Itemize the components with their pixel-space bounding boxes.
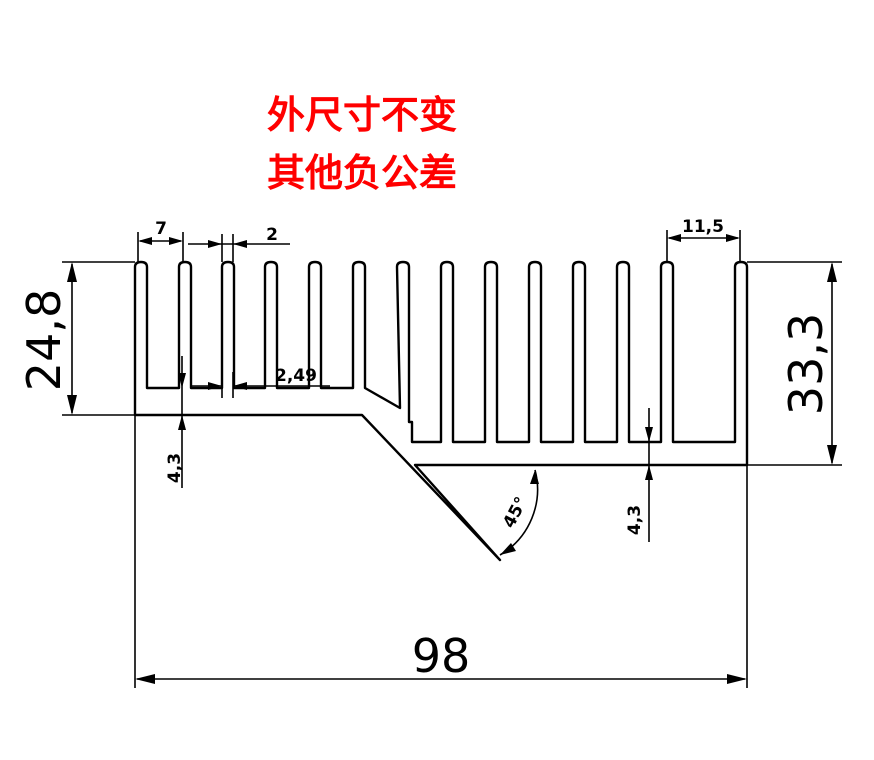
note-line-1: 外尺寸不变 [267,93,457,137]
note-line-2: 其他负公差 [267,151,457,195]
overall-width-label: 98 [412,629,471,683]
fin-pitch-dimension: 7 [137,219,184,262]
fin-pitch-right-dimension: 11,5 [666,217,741,262]
base-right-dimension: 4,3 [625,408,653,542]
gap-width-dimension: 2,49 [190,366,330,398]
overall-width-dimension: 98 [134,415,748,688]
right-height-dimension: 33,3 [747,261,842,466]
fin-thickness-label: 2 [266,225,278,245]
left-height-label: 24,8 [17,289,71,391]
right-height-label: 33,3 [779,313,833,415]
profile-outline [133,260,749,562]
base-left-label: 4,3 [165,453,185,483]
gap-width-label: 2,49 [275,366,317,386]
fin-thickness-dimension: 2 [188,225,290,262]
base-right-label: 4,3 [625,505,645,535]
angle-label: 45° [499,494,532,532]
heatsink-profile [133,260,749,562]
left-height-dimension: 24,8 [17,261,135,416]
angle-dimension: 45° [499,469,539,556]
fin-pitch-label: 7 [155,219,167,239]
base-left-dimension: 4,3 [165,356,186,488]
fin-pitch-right-label: 11,5 [682,217,724,237]
